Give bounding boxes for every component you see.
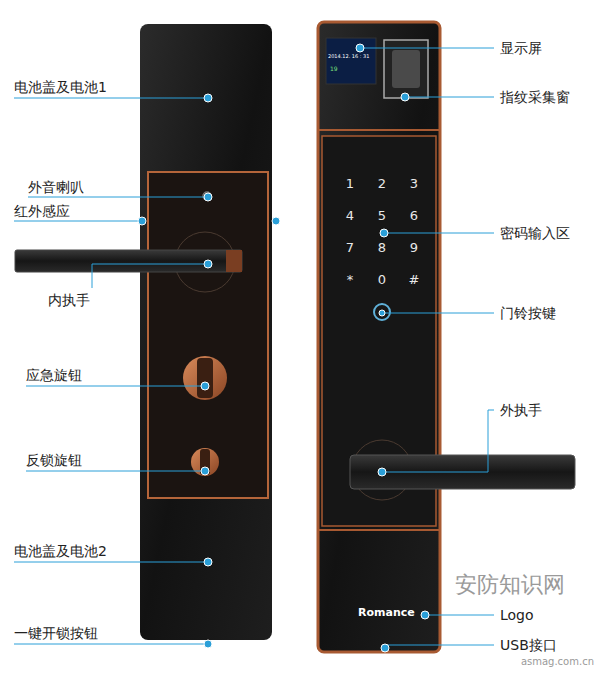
leader-line bbox=[28, 197, 208, 198]
leader-line bbox=[92, 264, 208, 288]
leader-dot bbox=[401, 93, 409, 101]
keypad-key: # bbox=[409, 273, 420, 288]
outer-panel bbox=[318, 22, 440, 652]
leader-dot bbox=[204, 558, 212, 566]
leader-dots bbox=[138, 44, 429, 652]
leader-dot bbox=[204, 260, 212, 268]
inner-handle bbox=[15, 250, 242, 272]
leader-line bbox=[14, 221, 142, 222]
keypad-key: 6 bbox=[410, 209, 418, 224]
leader-dot bbox=[272, 217, 280, 225]
leader-line bbox=[384, 233, 494, 234]
emergency-knob bbox=[183, 356, 227, 400]
leader-dot bbox=[201, 467, 209, 475]
speaker bbox=[203, 192, 211, 200]
inner-panel bbox=[140, 24, 272, 640]
part-label: 电池盖及电池2 bbox=[14, 543, 107, 559]
part-label: 密码输入区 bbox=[500, 225, 570, 241]
leader-dot bbox=[204, 94, 212, 102]
keypad-key: 1 bbox=[346, 177, 354, 192]
leader-line bbox=[14, 98, 208, 99]
display-text: 19 bbox=[330, 66, 338, 73]
leader-line bbox=[405, 97, 494, 98]
doorbell-button bbox=[374, 304, 390, 320]
part-label: 电池盖及电池1 bbox=[14, 79, 107, 95]
part-label: 反锁旋钮 bbox=[26, 452, 82, 468]
leader-dot bbox=[379, 310, 385, 316]
display bbox=[326, 38, 376, 84]
part-label: 红外感应 bbox=[14, 203, 70, 219]
part-label: 显示屏 bbox=[500, 40, 542, 56]
keypad-key: * bbox=[347, 273, 354, 288]
leader-line bbox=[26, 386, 205, 387]
leader-line bbox=[360, 48, 494, 49]
knob-grip bbox=[200, 449, 210, 475]
part-label: 门铃按键 bbox=[500, 305, 556, 321]
watermark: asmag.com.cn bbox=[521, 656, 594, 668]
leader-dot bbox=[201, 382, 209, 390]
keypad-key: 7 bbox=[346, 241, 354, 256]
brand-logo: Romance bbox=[358, 607, 415, 620]
part-label: 外音喇叭 bbox=[28, 179, 84, 195]
part-label: Logo bbox=[500, 607, 534, 623]
leader-dot bbox=[138, 217, 146, 225]
leader-dot bbox=[204, 193, 212, 201]
keypad-key: 5 bbox=[378, 209, 386, 224]
lock-knob bbox=[191, 448, 219, 476]
keypad-key: 2 bbox=[378, 177, 386, 192]
leader-dot bbox=[356, 44, 364, 52]
leader-dot bbox=[378, 468, 386, 476]
divider bbox=[318, 129, 440, 131]
handle-base bbox=[226, 250, 242, 272]
leader-lines bbox=[14, 48, 494, 645]
part-label: 一键开锁按钮 bbox=[14, 625, 98, 641]
part-label: 内执手 bbox=[48, 292, 90, 308]
fingerprint-window bbox=[384, 40, 428, 98]
part-label: 指纹采集窗 bbox=[500, 89, 570, 105]
leader-dot bbox=[381, 644, 389, 652]
part-label: 应急旋钮 bbox=[26, 367, 82, 383]
leader-line bbox=[425, 615, 494, 616]
keypad-key: 0 bbox=[378, 273, 386, 288]
keypad-key: 8 bbox=[378, 241, 386, 256]
watermark: 安防知识网 bbox=[455, 572, 565, 597]
leader-dot bbox=[380, 229, 388, 237]
knob-grip bbox=[197, 358, 213, 398]
keypad-key: 3 bbox=[410, 177, 418, 192]
part-label: USB接口 bbox=[500, 637, 557, 653]
divider bbox=[318, 529, 440, 531]
part-label: 外执手 bbox=[500, 402, 542, 418]
keypad-key: 9 bbox=[410, 241, 418, 256]
leader-line bbox=[382, 313, 494, 314]
leader-line bbox=[26, 471, 205, 472]
leader-line bbox=[382, 410, 494, 472]
leader-line bbox=[385, 645, 494, 646]
inner-frame bbox=[148, 172, 268, 498]
leader-dot bbox=[421, 611, 429, 619]
leader-dot bbox=[204, 640, 212, 648]
leader-line bbox=[14, 644, 208, 645]
leader-line bbox=[14, 562, 208, 563]
fingerprint-sensor bbox=[392, 50, 420, 88]
keypad-key: 4 bbox=[346, 209, 354, 224]
display-text: 2014.12. 16 : 31 bbox=[328, 54, 369, 60]
